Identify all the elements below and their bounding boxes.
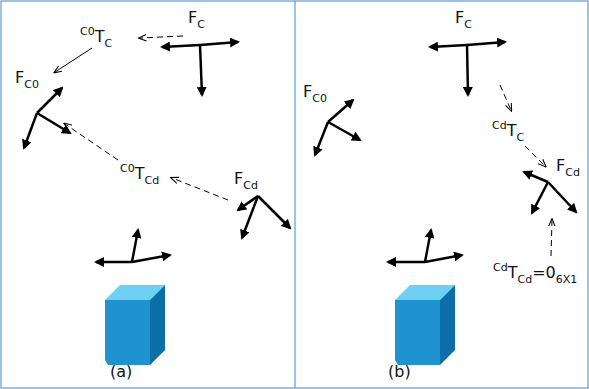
coordinate-frame <box>430 42 505 95</box>
frame-axis <box>37 88 62 113</box>
symbol: (b) <box>388 362 411 381</box>
coordinate-frame <box>24 88 70 148</box>
symbol: F <box>188 8 197 27</box>
frame-axis <box>242 196 258 238</box>
frame-axis <box>532 182 548 213</box>
index: Cd <box>565 166 580 179</box>
transform-arrow <box>55 48 92 72</box>
transform-arrow <box>551 220 552 256</box>
math-label: C0TC <box>80 26 112 49</box>
frame-axis <box>37 113 70 133</box>
math-label: (b) <box>388 364 411 380</box>
frame-axis <box>548 182 576 212</box>
math-label: CdTCd=06X1 <box>493 262 577 285</box>
math-label: FC0 <box>15 70 39 90</box>
frame-axis <box>467 45 468 95</box>
frame-axis <box>524 172 548 182</box>
math-label: FC <box>455 10 472 30</box>
frame-axis <box>96 261 132 264</box>
frame-axis <box>315 122 328 155</box>
frame-axis <box>132 230 138 262</box>
index: Cd <box>144 174 159 187</box>
frame-axis <box>200 45 202 95</box>
coordinate-frame <box>162 42 238 95</box>
transform-arrow <box>140 36 183 38</box>
symbol: T <box>508 263 518 282</box>
symbol: F <box>234 169 243 188</box>
frame-axis <box>200 42 238 45</box>
frame-axis <box>467 42 505 45</box>
math-label: C0TCd <box>120 163 159 186</box>
symbol: F <box>455 8 464 27</box>
math-label: CdTC <box>492 120 524 143</box>
math-label: FC <box>188 10 205 30</box>
index: Cd <box>243 179 258 192</box>
coordinate-frame <box>315 100 360 155</box>
coordinate-frame <box>96 230 170 262</box>
math-label: FCd <box>234 171 258 191</box>
transform-arrow <box>172 178 228 200</box>
math-label: FCd <box>556 158 580 178</box>
index: 6X1 <box>556 273 578 286</box>
panel-divider <box>294 1 295 388</box>
transform-arrow <box>525 146 545 166</box>
frame-axis <box>425 255 462 262</box>
index: C0 <box>312 92 327 105</box>
frame-axis <box>328 122 360 140</box>
math-label: FC0 <box>303 84 327 104</box>
symbol: =0 <box>532 263 556 282</box>
cube <box>395 285 455 365</box>
symbol: (a) <box>110 362 132 381</box>
index: C0 <box>80 25 95 38</box>
transform-arrow <box>65 124 118 160</box>
frame-axis <box>132 255 170 262</box>
symbol: T <box>95 27 105 46</box>
index: C <box>197 18 205 31</box>
index: Cd <box>493 261 508 274</box>
index: Cd <box>517 273 532 286</box>
symbol: F <box>15 68 24 87</box>
index: C0 <box>24 78 39 91</box>
frame-axis <box>388 261 425 264</box>
symbol: F <box>556 156 565 175</box>
symbol: F <box>303 82 312 101</box>
symbol: T <box>135 164 145 183</box>
index: Cd <box>492 119 507 132</box>
index: C <box>104 37 112 50</box>
math-label: (a) <box>110 364 132 380</box>
frame-axis <box>162 45 200 47</box>
frame-axis <box>24 113 37 148</box>
symbol: T <box>507 121 517 140</box>
frame-axis <box>430 45 467 47</box>
frame-axis <box>328 100 353 122</box>
frame-axis <box>258 196 290 228</box>
index: C0 <box>120 162 135 175</box>
cube <box>105 285 165 365</box>
coordinate-frame <box>238 196 290 238</box>
coordinate-frame <box>388 230 462 262</box>
index: C <box>464 18 472 31</box>
transform-arrow <box>500 85 511 110</box>
frame-axis <box>425 230 431 262</box>
index: C <box>516 131 524 144</box>
